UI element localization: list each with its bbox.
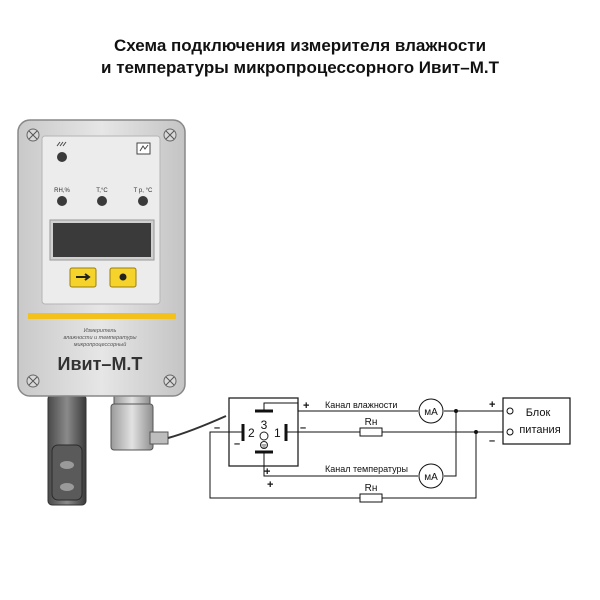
sign-humidity-minus: – [300,422,306,434]
pin-label-2: 2 [248,426,255,440]
probe-vent-1 [60,461,74,469]
pin-label-3: 3 [261,418,268,432]
sign-humidity-plus: + [303,400,309,412]
meter-label: мА [424,472,438,483]
pin-3-socket [259,431,269,441]
dot-icon [119,273,127,281]
junction-dot [454,409,458,413]
pin2-minus-sign: – [234,438,240,450]
psu-plus-sign: + [489,399,495,411]
load-resistor-temperature: Rн [359,483,383,503]
screw-bottom-left [26,374,40,388]
junction-dot [474,430,478,434]
led-t [97,196,107,206]
power-supply-unit: Блок питания [502,397,571,445]
psu-label-line-2: питания [519,424,560,436]
cable-gland [110,403,154,451]
sensor-probe-cap [51,444,83,501]
resistor-label: Rн [365,483,378,494]
device-model-label: Ивит–М.Т [58,354,143,374]
pin-label-1: 1 [274,426,281,440]
cable-gland-nozzle [149,431,169,445]
indicator-label-t: T,°C [96,188,108,194]
channel-temperature-label: Канал температуры [325,464,408,474]
led-dewpoint [138,196,148,206]
probe-vent-2 [60,483,74,491]
yellow-stripe [28,313,176,319]
psu-terminal-plus [506,407,514,415]
indicator-label-dewpoint: T р, °C [134,188,153,194]
device-caption-line-2: влажности и температуры [63,335,136,341]
device-caption-line-1: Измеритель [84,328,117,334]
indicator-label-rh: RH,% [54,188,70,194]
cable [167,415,227,439]
channel-humidity-label: Канал влажности [325,400,397,410]
diagram-title-line-2: и температуры микропроцессорного Ивит–М.… [101,58,499,77]
arrow-right-icon [76,273,91,281]
screw-top-right [163,128,177,142]
heater-icon [56,141,67,147]
sign-temperature-plus: + [264,466,270,478]
brand-logo-icon [136,142,151,155]
sign-temperature-minus: – [214,422,220,434]
heater-led [57,152,67,162]
ground-icon [260,441,268,449]
screw-bottom-right [163,374,177,388]
lcd-display [53,223,151,257]
milliammeter-humidity: мА [418,398,444,424]
screw-top-left [26,128,40,142]
resistor-label: Rн [365,417,378,428]
psu-minus-sign: – [489,435,495,447]
psu-terminal-minus [506,428,514,436]
device-caption-line-3: микропроцессорный [74,341,127,348]
device-ivit-mt: RH,% T,°C T р, °C Измеритель влажности и… [17,119,227,506]
wires [209,402,507,499]
psu-label-line-1: Блок [526,407,551,419]
ground-plus-sign: + [267,479,273,491]
milliammeter-temperature: мА [418,463,444,489]
load-resistor-humidity: Rн [359,417,383,437]
meter-label: мА [424,407,438,418]
diagram-title-line-1: Схема подключения измерителя влажности [113,36,487,55]
led-rh [57,196,67,206]
